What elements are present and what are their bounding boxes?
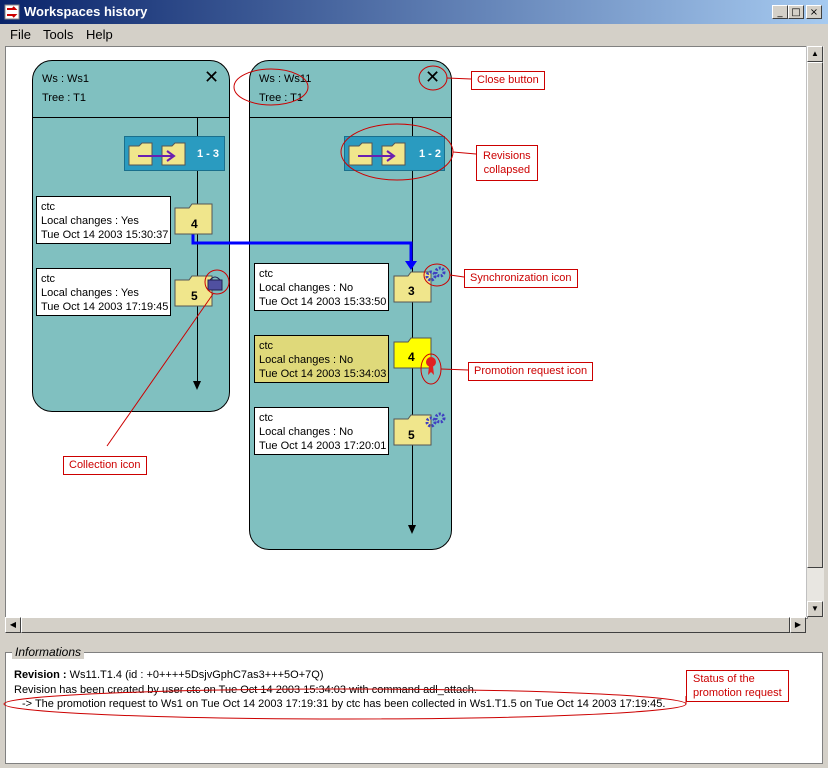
vertical-scroll-thumb[interactable] (807, 62, 823, 568)
revision-date: Tue Oct 14 2003 17:19:45 (41, 301, 169, 313)
ws-label: Ws : Ws1 (42, 73, 90, 85)
revision-number: 3 (408, 284, 415, 298)
revision-info-box[interactable]: ctc Local changes : Yes Tue Oct 14 2003 … (36, 268, 171, 316)
revision-user: ctc (41, 201, 56, 213)
scroll-left-icon[interactable]: ◀ (5, 617, 21, 633)
annotation-line: promotion request (693, 687, 782, 699)
annotation-revisions-collapsed: Revisions collapsed (476, 145, 538, 181)
collapsed-range: 1 - 3 (197, 148, 220, 160)
revision-number: 4 (191, 217, 198, 231)
revision-info-box[interactable]: ctc Local changes : Yes Tue Oct 14 2003 … (36, 196, 171, 244)
promotion-request-icon (426, 357, 436, 375)
collapsed-folders-icon (348, 142, 406, 166)
synchronization-icon (425, 412, 446, 428)
info-revision-value: Ws11.T1.4 (id : +0++++5DsjvGphC7as3+++5O… (69, 669, 324, 681)
revision-user: ctc (259, 340, 274, 352)
revision-user: ctc (259, 412, 274, 424)
folder-icon[interactable] (393, 337, 433, 369)
collection-icon (207, 276, 223, 291)
info-revision-label: Revision : (14, 669, 67, 681)
vertical-scrollbar[interactable]: ▲ ▼ (806, 46, 824, 617)
revision-info-box[interactable]: ctc Local changes : No Tue Oct 14 2003 1… (254, 263, 389, 311)
menu-file[interactable]: File (10, 27, 31, 42)
menu-tools[interactable]: Tools (43, 27, 74, 42)
timeline-line (197, 118, 198, 381)
annotation-synchronization-icon: Synchronization icon (464, 269, 578, 288)
annotation-promotion-request-icon: Promotion request icon (468, 362, 594, 381)
collapsed-folders-icon (128, 142, 186, 166)
revision-date: Tue Oct 14 2003 15:30:37 (41, 229, 169, 241)
annotation-line: Revisions (483, 150, 531, 162)
timeline-arrow-icon (193, 381, 201, 390)
window-title: Workspaces history (24, 4, 148, 19)
revision-local-changes: Local changes : Yes (41, 215, 139, 227)
title-bar (0, 0, 828, 24)
annotation-status-promotion-request: Status of the promotion request (686, 670, 789, 702)
revision-date: Tue Oct 14 2003 15:34:03 (259, 368, 387, 380)
revision-user: ctc (259, 268, 274, 280)
info-promotion-status-line: -> The promotion request to Ws1 on Tue O… (22, 698, 666, 710)
minimize-button[interactable]: _ (772, 5, 788, 19)
revision-user: ctc (41, 273, 56, 285)
collapsed-range: 1 - 2 (419, 148, 442, 160)
scroll-down-icon[interactable]: ▼ (807, 601, 823, 617)
sync-link-arrow (191, 229, 417, 270)
ws-label: Ws : Ws11 (259, 73, 312, 85)
revision-local-changes: Local changes : No (259, 426, 354, 438)
revision-number: 5 (408, 428, 415, 442)
folder-icon[interactable] (174, 203, 214, 235)
horizontal-scroll-thumb[interactable] (21, 617, 790, 633)
revision-local-changes: Local changes : No (259, 282, 354, 294)
revision-info-box-selected[interactable]: ctc Local changes : No Tue Oct 14 2003 1… (254, 335, 389, 383)
menu-help[interactable]: Help (86, 27, 113, 42)
maximize-button[interactable]: □ (788, 5, 804, 19)
revision-date: Tue Oct 14 2003 17:20:01 (259, 440, 387, 452)
app-icon (4, 4, 20, 20)
menu-bar (0, 24, 828, 44)
close-window-button[interactable]: × (806, 5, 822, 19)
synchronization-icon (425, 266, 446, 282)
close-icon[interactable]: ✕ (425, 67, 441, 88)
history-canvas: Ws : Ws1 Tree : T1 ✕ Ws : Ws11 Tree : T1… (5, 46, 808, 619)
annotation-collection-icon: Collection icon (63, 456, 147, 475)
revision-info-box[interactable]: ctc Local changes : No Tue Oct 14 2003 1… (254, 407, 389, 455)
folder-icon[interactable] (393, 414, 433, 446)
tree-label: Tree : T1 (259, 92, 304, 104)
info-revision-line: Revision : Ws11.T1.4 (id : +0++++5DsjvGp… (14, 669, 324, 681)
panel-divider (250, 117, 451, 118)
revision-number: 4 (408, 350, 415, 364)
informations-title: Informations (12, 645, 85, 659)
panel-divider (33, 117, 229, 118)
horizontal-scrollbar[interactable]: ◀ ▶ (5, 617, 806, 633)
timeline-line (412, 118, 413, 525)
close-icon[interactable]: ✕ (204, 67, 220, 88)
revision-number: 5 (191, 289, 198, 303)
annotation-overlay (106, 65, 477, 447)
annotation-close-button: Close button (471, 71, 545, 90)
revision-date: Tue Oct 14 2003 15:33:50 (259, 296, 387, 308)
timeline-arrow-icon (408, 525, 416, 534)
tree-label: Tree : T1 (42, 92, 87, 104)
scroll-right-icon[interactable]: ▶ (790, 617, 806, 633)
revision-local-changes: Local changes : Yes (41, 287, 139, 299)
scroll-up-icon[interactable]: ▲ (807, 46, 823, 62)
folder-icon[interactable] (174, 275, 214, 307)
revision-local-changes: Local changes : No (259, 354, 354, 366)
annotation-line: Status of the (693, 673, 755, 685)
annotation-line: collapsed (483, 164, 531, 176)
